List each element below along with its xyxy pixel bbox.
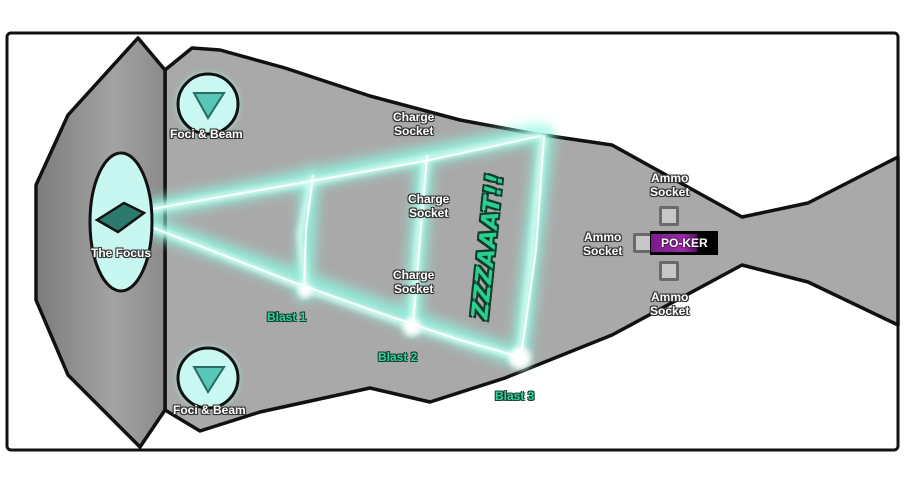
beam-network (111, 124, 554, 369)
ammo-socket-top[interactable] (659, 206, 679, 226)
blast-3-label: Blast 3 (495, 389, 535, 403)
poker-label: PO-KER (661, 236, 708, 250)
ammo-socket-bottom-label: Ammo Socket (650, 290, 689, 318)
foci-top (176, 72, 240, 136)
ammo-bottom-line-1: Ammo (651, 290, 689, 304)
ammo-left-line-1: Ammo (584, 230, 622, 244)
charge-socket-1-label: Charge Socket (393, 110, 434, 138)
ammo-bottom-line-2: Socket (650, 304, 690, 318)
charge-socket-3-label: Charge Socket (393, 268, 434, 296)
blast-2-label: Blast 2 (378, 350, 418, 364)
charge-1-line-1: Charge (393, 110, 435, 124)
foci-top-label: Foci & Beam (170, 127, 243, 141)
ammo-socket-bottom[interactable] (659, 261, 679, 281)
triangle-down-icon (192, 366, 226, 394)
foci-bottom (176, 346, 240, 410)
ammo-socket-top-label: Ammo Socket (650, 171, 689, 199)
charge-2-line-2: Socket (408, 206, 449, 220)
ammo-socket-left-label: Ammo Socket (583, 230, 622, 258)
triangle-down-icon (192, 92, 226, 120)
ammo-top-line-2: Socket (650, 185, 690, 199)
charge-3-line-2: Socket (393, 282, 434, 296)
blast-1-label: Blast 1 (267, 310, 307, 324)
focus-label: The Focus (91, 246, 152, 260)
diamond-icon (94, 201, 147, 234)
charge-2-line-1: Charge (408, 192, 450, 206)
ammo-left-line-2: Socket (583, 244, 623, 258)
charge-socket-2-label: Charge Socket (408, 192, 449, 220)
ammo-top-line-1: Ammo (651, 171, 689, 185)
poker-module[interactable]: PO-KER (650, 231, 718, 255)
poker-stripe (651, 234, 697, 252)
charge-1-line-2: Socket (393, 124, 434, 138)
charge-3-line-1: Charge (393, 268, 435, 282)
foci-bottom-label: Foci & Beam (173, 403, 246, 417)
